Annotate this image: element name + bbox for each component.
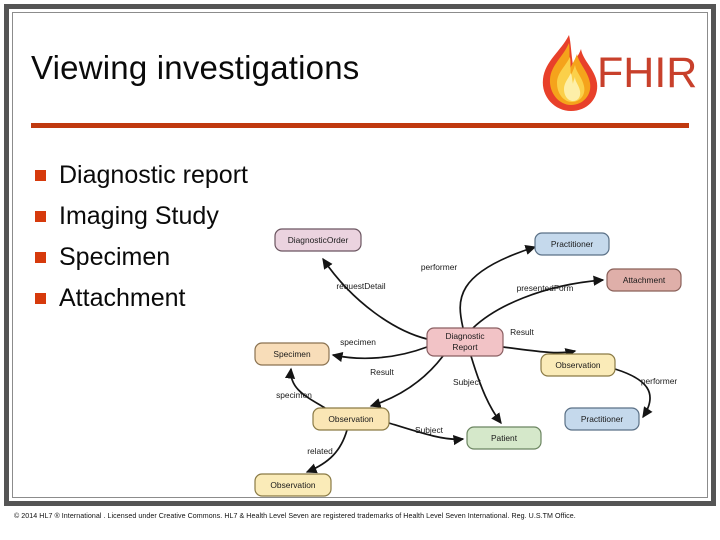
node-label: Observation bbox=[270, 480, 315, 490]
edge-label: requestDetail bbox=[336, 281, 385, 291]
node-observation-mid[interactable]: Observation bbox=[312, 407, 390, 431]
bullet-square-icon bbox=[35, 252, 46, 263]
node-label: Practitioner bbox=[551, 239, 594, 249]
node-label: Specimen bbox=[273, 349, 311, 359]
edge-requestdetail bbox=[322, 257, 428, 340]
node-specimen[interactable]: Specimen bbox=[254, 342, 330, 366]
bullet-label: Imaging Study bbox=[59, 202, 219, 230]
node-label: Attachment bbox=[623, 275, 666, 285]
node-observation-right[interactable]: Observation bbox=[540, 353, 616, 377]
edge-subject-observation bbox=[388, 422, 465, 446]
bullet-square-icon bbox=[35, 211, 46, 222]
edge-specimen-observation bbox=[284, 367, 326, 409]
svg-text:Diagnostic: Diagnostic bbox=[445, 331, 484, 341]
edge-label: related bbox=[307, 446, 333, 456]
bullet-label: Attachment bbox=[59, 284, 186, 312]
edge-label: specimen bbox=[276, 390, 312, 400]
edge-specimen-report bbox=[331, 346, 428, 362]
bullet-list: Diagnostic report Imaging Study Specimen… bbox=[35, 155, 375, 319]
bullet-label: Specimen bbox=[59, 243, 171, 271]
page-title: Viewing investigations bbox=[31, 49, 360, 86]
edge-subject-report bbox=[470, 355, 502, 425]
edge-related bbox=[305, 429, 348, 474]
edge-label: Result bbox=[370, 367, 394, 377]
node-diagnosticreport[interactable]: Diagnostic Report bbox=[426, 327, 504, 357]
diagram-edges bbox=[284, 245, 653, 474]
diagram-nodes: DiagnosticOrder Diagnostic Report Practi… bbox=[254, 228, 682, 497]
edge-label: specimen bbox=[340, 337, 376, 347]
slide-canvas: Viewing investigations FHIR Diagnostic r… bbox=[13, 13, 707, 497]
fhir-wordmark: FHIR bbox=[597, 49, 698, 97]
node-label: Observation bbox=[328, 414, 373, 424]
edge-label: presentedForm bbox=[517, 283, 574, 293]
node-practitioner-top[interactable]: Practitioner bbox=[534, 232, 610, 256]
edge-presentedform bbox=[472, 275, 605, 329]
bullet-square-icon bbox=[35, 170, 46, 181]
node-label: Patient bbox=[491, 433, 518, 443]
edge-performer-bottom bbox=[614, 368, 653, 419]
edge-result-mid bbox=[369, 355, 444, 408]
node-attachment[interactable]: Attachment bbox=[606, 268, 682, 292]
edge-label: Subject bbox=[453, 377, 482, 387]
edge-result-right bbox=[502, 346, 577, 359]
node-label: DiagnosticOrder bbox=[288, 235, 349, 245]
list-item: Attachment bbox=[35, 278, 375, 319]
footer-copyright: © 2014 HL7 ® International . Licensed un… bbox=[14, 512, 576, 520]
diagram-edge-labels: requestDetail performer presentedForm sp… bbox=[276, 262, 677, 456]
bullet-label: Diagnostic report bbox=[59, 161, 248, 189]
node-patient[interactable]: Patient bbox=[466, 426, 542, 450]
list-item: Imaging Study bbox=[35, 196, 375, 237]
title-divider bbox=[31, 123, 689, 128]
edge-label: Result bbox=[510, 327, 534, 337]
list-item: Diagnostic report bbox=[35, 155, 375, 196]
edge-label: performer bbox=[421, 262, 458, 272]
node-label: Practitioner bbox=[581, 414, 624, 424]
edge-label: performer bbox=[641, 376, 678, 386]
fhir-logo: FHIR bbox=[525, 31, 698, 119]
node-diagnosticorder[interactable]: DiagnosticOrder bbox=[274, 228, 362, 252]
svg-text:Report: Report bbox=[452, 342, 478, 352]
list-item: Specimen bbox=[35, 237, 375, 278]
flame-icon bbox=[542, 35, 598, 111]
node-label: Observation bbox=[555, 360, 600, 370]
bullet-square-icon bbox=[35, 293, 46, 304]
resource-reference-diagram: DiagnosticOrder Diagnostic Report Practi… bbox=[245, 211, 707, 497]
node-observation-bottom[interactable]: Observation bbox=[254, 473, 332, 497]
edge-performer-top bbox=[459, 245, 537, 329]
edge-label: Subject bbox=[415, 425, 444, 435]
node-practitioner-bottom[interactable]: Practitioner bbox=[564, 407, 640, 431]
